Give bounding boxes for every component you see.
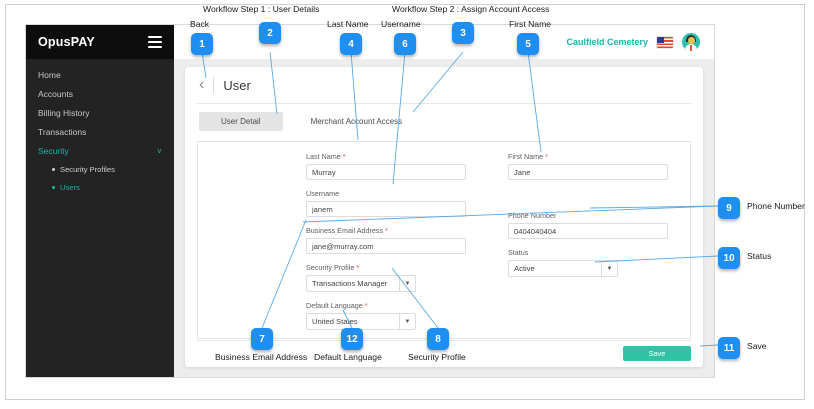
phone-number-label: Phone Number — [508, 211, 557, 220]
user-form: Last Name * Murray Username janem Busine… — [197, 141, 691, 339]
field-business-email: Business Email Address * jane@murray.com — [306, 226, 466, 254]
card-footer: Save — [197, 340, 691, 361]
us-flag-icon[interactable] — [657, 36, 673, 48]
username-input[interactable]: janem — [306, 201, 466, 217]
sidebar-item-users[interactable]: Users — [26, 178, 174, 196]
business-email-input[interactable]: jane@murray.com — [306, 238, 466, 254]
required-marker: * — [385, 226, 388, 235]
layout-spacer — [508, 189, 668, 211]
field-security-profile: Security Profile * Transactions Manager … — [306, 263, 466, 292]
sidebar-item-label: Home — [38, 69, 61, 80]
sidebar-subitem-label: Security Profiles — [60, 164, 115, 174]
field-last-name: Last Name * Murray — [306, 152, 466, 180]
phone-number-input[interactable]: 0404040404 — [508, 223, 668, 239]
sidebar-item-label: Security — [38, 145, 69, 156]
top-bar: Caulfield Cemetery — [174, 25, 714, 59]
header-divider — [213, 77, 215, 93]
default-language-label: Default Language * — [306, 301, 368, 310]
form-column-left: Last Name * Murray Username janem Busine… — [306, 152, 466, 339]
chevron-down-icon[interactable]: ▼ — [399, 276, 415, 291]
required-marker: * — [545, 152, 548, 161]
user-avatar-icon[interactable] — [682, 33, 700, 51]
page-title: User — [223, 77, 251, 93]
field-phone-number: Phone Number 0404040404 — [508, 211, 668, 239]
user-card: ‹ User User Detail Merchant Account Acce… — [185, 67, 703, 367]
status-select[interactable]: Active ▼ — [508, 260, 618, 277]
first-name-label: First Name * — [508, 152, 548, 161]
organization-name: Caulfield Cemetery — [566, 37, 648, 47]
sidebar-item-billing-history[interactable]: Billing History — [26, 103, 174, 122]
brand-name: OpusPAY — [38, 35, 95, 49]
last-name-label: Last Name * — [306, 152, 346, 161]
required-marker: * — [364, 301, 368, 310]
chevron-down-icon[interactable]: ▼ — [601, 261, 617, 276]
sidebar-nav: Home Accounts Billing History Transactio… — [26, 59, 174, 196]
tab-user-detail[interactable]: User Detail — [199, 112, 283, 131]
sidebar-item-security-profiles[interactable]: Security Profiles — [26, 160, 174, 178]
field-status: Status Active ▼ — [508, 248, 668, 277]
default-language-select[interactable]: United States ▼ — [306, 313, 416, 330]
username-label: Username — [306, 189, 340, 198]
sidebar-item-transactions[interactable]: Transactions — [26, 122, 174, 141]
security-profile-value: Transactions Manager — [312, 279, 388, 288]
first-name-input[interactable]: Jane — [508, 164, 668, 180]
security-profile-select[interactable]: Transactions Manager ▼ — [306, 275, 416, 292]
status-label: Status — [508, 248, 529, 257]
sidebar: OpusPAY Home Accounts Billing History Tr… — [26, 25, 174, 377]
field-username: Username janem — [306, 189, 466, 217]
status-value: Active — [514, 264, 535, 273]
chevron-down-icon[interactable]: ▼ — [399, 314, 415, 329]
sidebar-item-home[interactable]: Home — [26, 65, 174, 84]
sidebar-item-label: Accounts — [38, 88, 73, 99]
security-profile-label: Security Profile * — [306, 263, 360, 272]
content-area: Caulfield Cemetery ‹ User User Detail M — [174, 25, 714, 377]
app-window: OpusPAY Home Accounts Billing History Tr… — [25, 24, 715, 378]
sidebar-item-security[interactable]: Security ∨ — [26, 141, 174, 160]
hamburger-icon[interactable] — [148, 36, 162, 48]
save-button[interactable]: Save — [623, 346, 691, 361]
field-default-language: Default Language * United States ▼ — [306, 301, 466, 330]
field-first-name: First Name * Jane — [508, 152, 668, 180]
bullet-icon — [52, 167, 55, 171]
tab-bar: User Detail Merchant Account Access — [185, 104, 703, 137]
required-marker: * — [342, 152, 346, 161]
bullet-icon — [52, 185, 55, 189]
last-name-input[interactable]: Murray — [306, 164, 466, 180]
sidebar-item-label: Transactions — [38, 126, 87, 137]
tab-merchant-account-access[interactable]: Merchant Account Access — [310, 117, 403, 126]
sidebar-item-accounts[interactable]: Accounts — [26, 84, 174, 103]
sidebar-item-label: Billing History — [38, 107, 90, 118]
business-email-label: Business Email Address * — [306, 226, 388, 235]
chevron-down-icon[interactable]: ∨ — [156, 147, 162, 155]
card-header: ‹ User — [185, 67, 703, 103]
required-marker: * — [356, 263, 360, 272]
form-column-right: First Name * Jane Phone Number 040404040… — [508, 152, 668, 286]
brand-bar: OpusPAY — [26, 25, 174, 59]
sidebar-subitem-label: Users — [60, 182, 80, 192]
footer-rule — [197, 340, 691, 341]
default-language-value: United States — [312, 317, 358, 326]
back-button[interactable]: ‹ — [199, 76, 205, 93]
